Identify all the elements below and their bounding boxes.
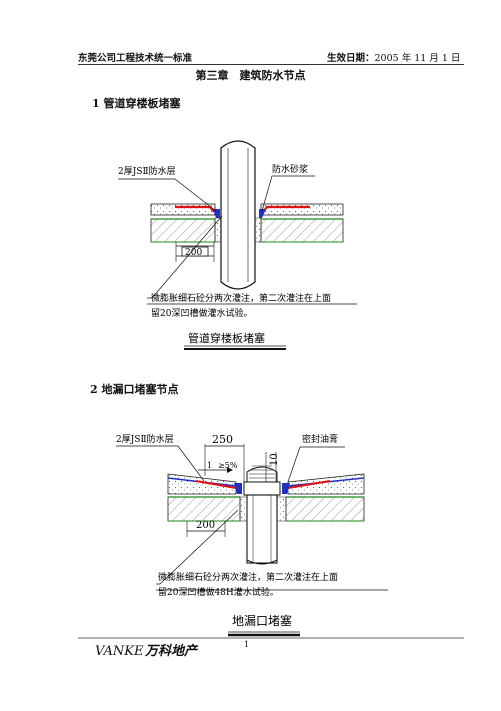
logo-cn: 万科地产 — [144, 643, 199, 659]
diagram-pipe-through-floor — [118, 140, 357, 350]
d2-slope-1: 1 — [207, 461, 212, 470]
d1-caption: 管道穿楼板堵塞 — [188, 331, 265, 345]
header-left-title: 东莞公司工程技术统一标准 — [78, 53, 193, 64]
section2-heading: 2 地漏口堵塞节点 — [90, 383, 179, 396]
header-rule — [78, 64, 464, 65]
d2-note-line2: 留20深凹槽做48H灌水试验。 — [158, 586, 279, 598]
d2-waterproof-label: 2厚JSⅡ防水层 — [116, 433, 174, 445]
screed2-right — [287, 473, 365, 495]
screed-left — [150, 203, 216, 216]
d2-slope-5: ≥5% — [218, 461, 238, 470]
d1-note-line1: 微膨胀细石砼分两次灌注，第二次灌注在上面 — [151, 292, 331, 304]
slab-left — [150, 218, 216, 243]
header-effective-date: 生效日期：2005 年 11 月 1 日 — [327, 50, 460, 64]
pipe — [220, 140, 256, 290]
d2-dim-250: 250 — [212, 433, 233, 446]
effective-date-label: 生效日期： — [327, 53, 375, 64]
d1-dim-200: 200 — [185, 248, 202, 258]
slab-right — [260, 218, 344, 243]
drain-grate — [246, 466, 278, 483]
d1-waterproof-label: 2厚JSⅡ防水层 — [118, 165, 176, 177]
d1-note-line2: 留20深凹槽做灌水试验。 — [151, 307, 252, 319]
waterproof-layer-left — [175, 205, 215, 213]
mortar-left — [213, 209, 220, 218]
d1-mortar-label: 防水砂浆 — [272, 163, 308, 175]
drain-pipe — [246, 494, 278, 564]
section1-heading: 1 管道穿楼板堵塞 — [92, 97, 181, 110]
d2-sealant-label: 密封油膏 — [302, 433, 338, 445]
screed2-left — [167, 473, 237, 495]
slab2-right — [285, 496, 365, 522]
screed-right — [260, 203, 344, 216]
d2-caption: 地漏口堵塞 — [232, 613, 292, 628]
diagram-floor-drain — [116, 444, 388, 637]
d2-note-line1: 微膨胀细石砼分两次灌注，第二次灌注在上面 — [158, 571, 338, 583]
effective-date-value: 2005 年 11 月 1 日 — [374, 53, 461, 64]
slab2-left — [167, 496, 241, 522]
d2-dim-10: 10 — [269, 453, 280, 466]
chapter-title: 第三章 建筑防水节点 — [195, 69, 306, 82]
logo-latin: VANKE — [95, 644, 144, 659]
d2-dim-200: 200 — [196, 520, 215, 531]
page-number: 1 — [244, 640, 250, 649]
vanke-logo: VANKE 万科地产 — [95, 643, 199, 659]
mortar-right — [259, 209, 266, 218]
